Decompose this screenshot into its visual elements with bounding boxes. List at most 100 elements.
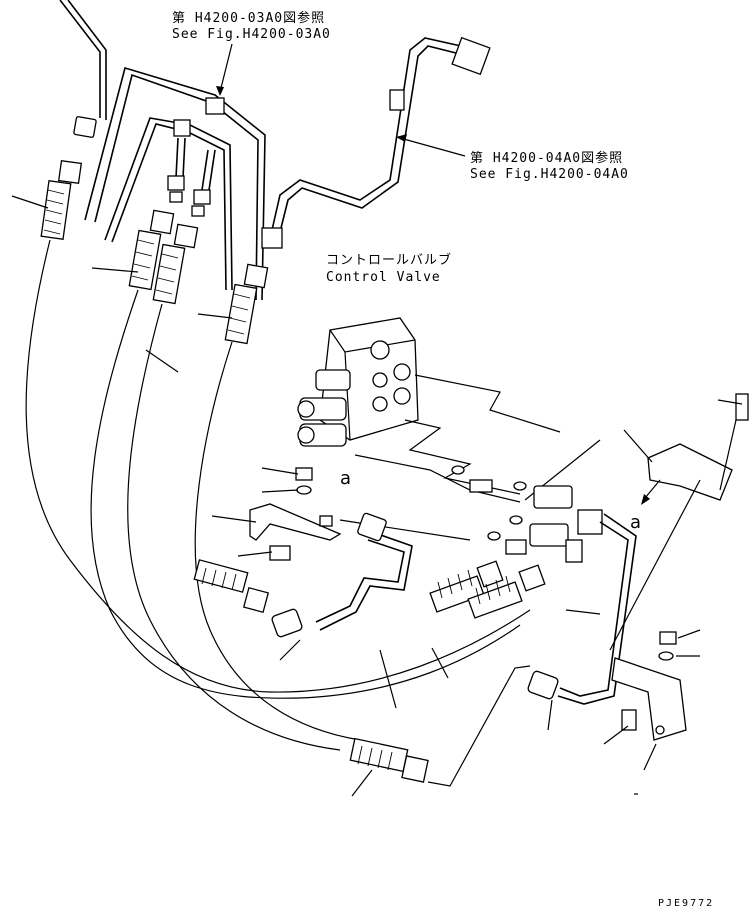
pipe-right-elbow (271, 37, 471, 231)
leader-15 (677, 629, 701, 639)
leader-18 (643, 743, 657, 771)
lower-right-bracket (611, 657, 687, 741)
valve-port-5 (372, 396, 388, 412)
pipe-nut-drop-b (193, 189, 211, 205)
leader-14 (565, 609, 601, 615)
leader-3 (145, 349, 179, 373)
right-steel-pipe (559, 521, 629, 697)
upper-steel-pipes (59, 0, 491, 301)
control-valve-en: Control Valve (326, 270, 441, 285)
pipe-nut-lower-right (577, 509, 603, 535)
check-valve-2 (529, 523, 569, 547)
lower-hose-sleeve-2 (429, 575, 485, 613)
reference-top-jp: 第 H4200-03A0図参照 (172, 10, 325, 26)
exploded-line-3 (354, 454, 521, 503)
leader-9 (279, 639, 301, 661)
leader-19 (717, 399, 743, 405)
valve-spool-cap-2 (297, 400, 315, 418)
reference-right-leader (399, 137, 466, 157)
reference-top-leader (219, 43, 233, 93)
exploded-line-1 (414, 374, 561, 433)
bolt-left (269, 545, 291, 561)
drawing-id: PJE9772 (658, 898, 714, 909)
leader-7 (211, 515, 257, 523)
hose-nut-4 (243, 263, 269, 289)
lower-hose-sleeve-2-hatch (437, 569, 473, 599)
elbow-fitting-lower (527, 670, 559, 700)
lower-hose-sleeve-3 (467, 581, 523, 619)
leader-4 (197, 313, 233, 319)
o-ring-2 (513, 481, 527, 491)
nut-left (295, 467, 313, 481)
bracket-plate (647, 443, 733, 501)
leader-5 (261, 467, 299, 475)
detail-mark-right: a (630, 512, 641, 533)
pipe-nut-far-left (73, 116, 97, 138)
leader-2 (91, 267, 139, 273)
nut-right-1 (659, 631, 677, 645)
leader-8 (237, 551, 273, 557)
o-ring-1 (451, 465, 465, 475)
upper-right-bracket (609, 393, 749, 651)
pipe-fitting-b (191, 205, 205, 217)
bracket-bolt-top (735, 393, 749, 421)
long-hose-4 (194, 341, 361, 741)
reference-top-arrow-icon (216, 86, 224, 96)
valve-port-1 (370, 340, 390, 360)
leader-12 (351, 769, 373, 797)
detail-mark-left: a (340, 468, 351, 489)
long-hoses (25, 239, 531, 751)
upper-hose-ends (40, 159, 269, 345)
pipe-clamp-mid (173, 119, 191, 137)
o-ring-3 (509, 515, 523, 525)
lower-hose-nut-3 (518, 564, 546, 592)
hose-sleeve-3 (152, 243, 186, 305)
exploded-lines (339, 374, 601, 541)
leader-1 (11, 195, 49, 209)
reference-right-jp: 第 H4200-04A0図参照 (470, 150, 623, 166)
reference-label-right: 第 H4200-04A0図参照 See Fig.H4200-04A0 (396, 134, 628, 182)
leader-17 (603, 725, 629, 745)
leader-20 (623, 429, 653, 463)
lower-hose-sleeve-4 (349, 737, 409, 773)
exploded-line-2 (404, 419, 521, 495)
bracket-bolt-line (719, 419, 737, 491)
lower-hose-tail (427, 665, 531, 787)
mid-hose-nut (357, 512, 387, 542)
valve-spool-1 (315, 369, 351, 391)
lower-hose-nut-4 (401, 755, 429, 783)
lower-hose-nut-2 (476, 560, 504, 588)
pipe-clamp-top (205, 97, 225, 115)
valve-spool-cap-3 (297, 426, 315, 444)
pipe-drop-b (201, 149, 216, 191)
left-bracket (249, 503, 342, 541)
mid-hose-elbow (271, 608, 303, 638)
control-valve (297, 317, 419, 447)
leader-13 (547, 699, 553, 731)
mid-hose-line-inner (315, 539, 405, 623)
hose-sleeve-4-hatch (227, 293, 251, 335)
pipe-far-left (59, 0, 107, 120)
valve-fittings (451, 465, 603, 563)
lower-hose-sleeve-4-hatch (357, 745, 393, 771)
valve-port-3 (393, 387, 411, 405)
hose-sleeve-2-hatch (131, 239, 155, 281)
union-fitting-1 (469, 479, 493, 493)
right-pipe-assembly (527, 513, 687, 741)
right-steel-pipe-inner (557, 513, 637, 705)
bracket-link-line (609, 479, 701, 651)
bracket-clip (319, 515, 333, 527)
hose-sleeve-4 (224, 283, 258, 345)
hose-nut-2 (149, 209, 175, 235)
washer-left (296, 485, 312, 495)
pipe-rail-outer (84, 66, 266, 301)
washer-right-1 (658, 651, 674, 661)
long-hose-1 (25, 239, 531, 693)
valve-port-2 (393, 363, 411, 381)
long-hose-3 (127, 303, 341, 751)
reference-label-top: 第 H4200-03A0図参照 See Fig.H4200-03A0 (172, 10, 331, 96)
union-fitting-2 (505, 539, 527, 555)
reference-top-en: See Fig.H4200-03A0 (172, 27, 331, 42)
pipe-nut-drop-a (167, 175, 185, 191)
pipe-joint-right (389, 89, 405, 111)
